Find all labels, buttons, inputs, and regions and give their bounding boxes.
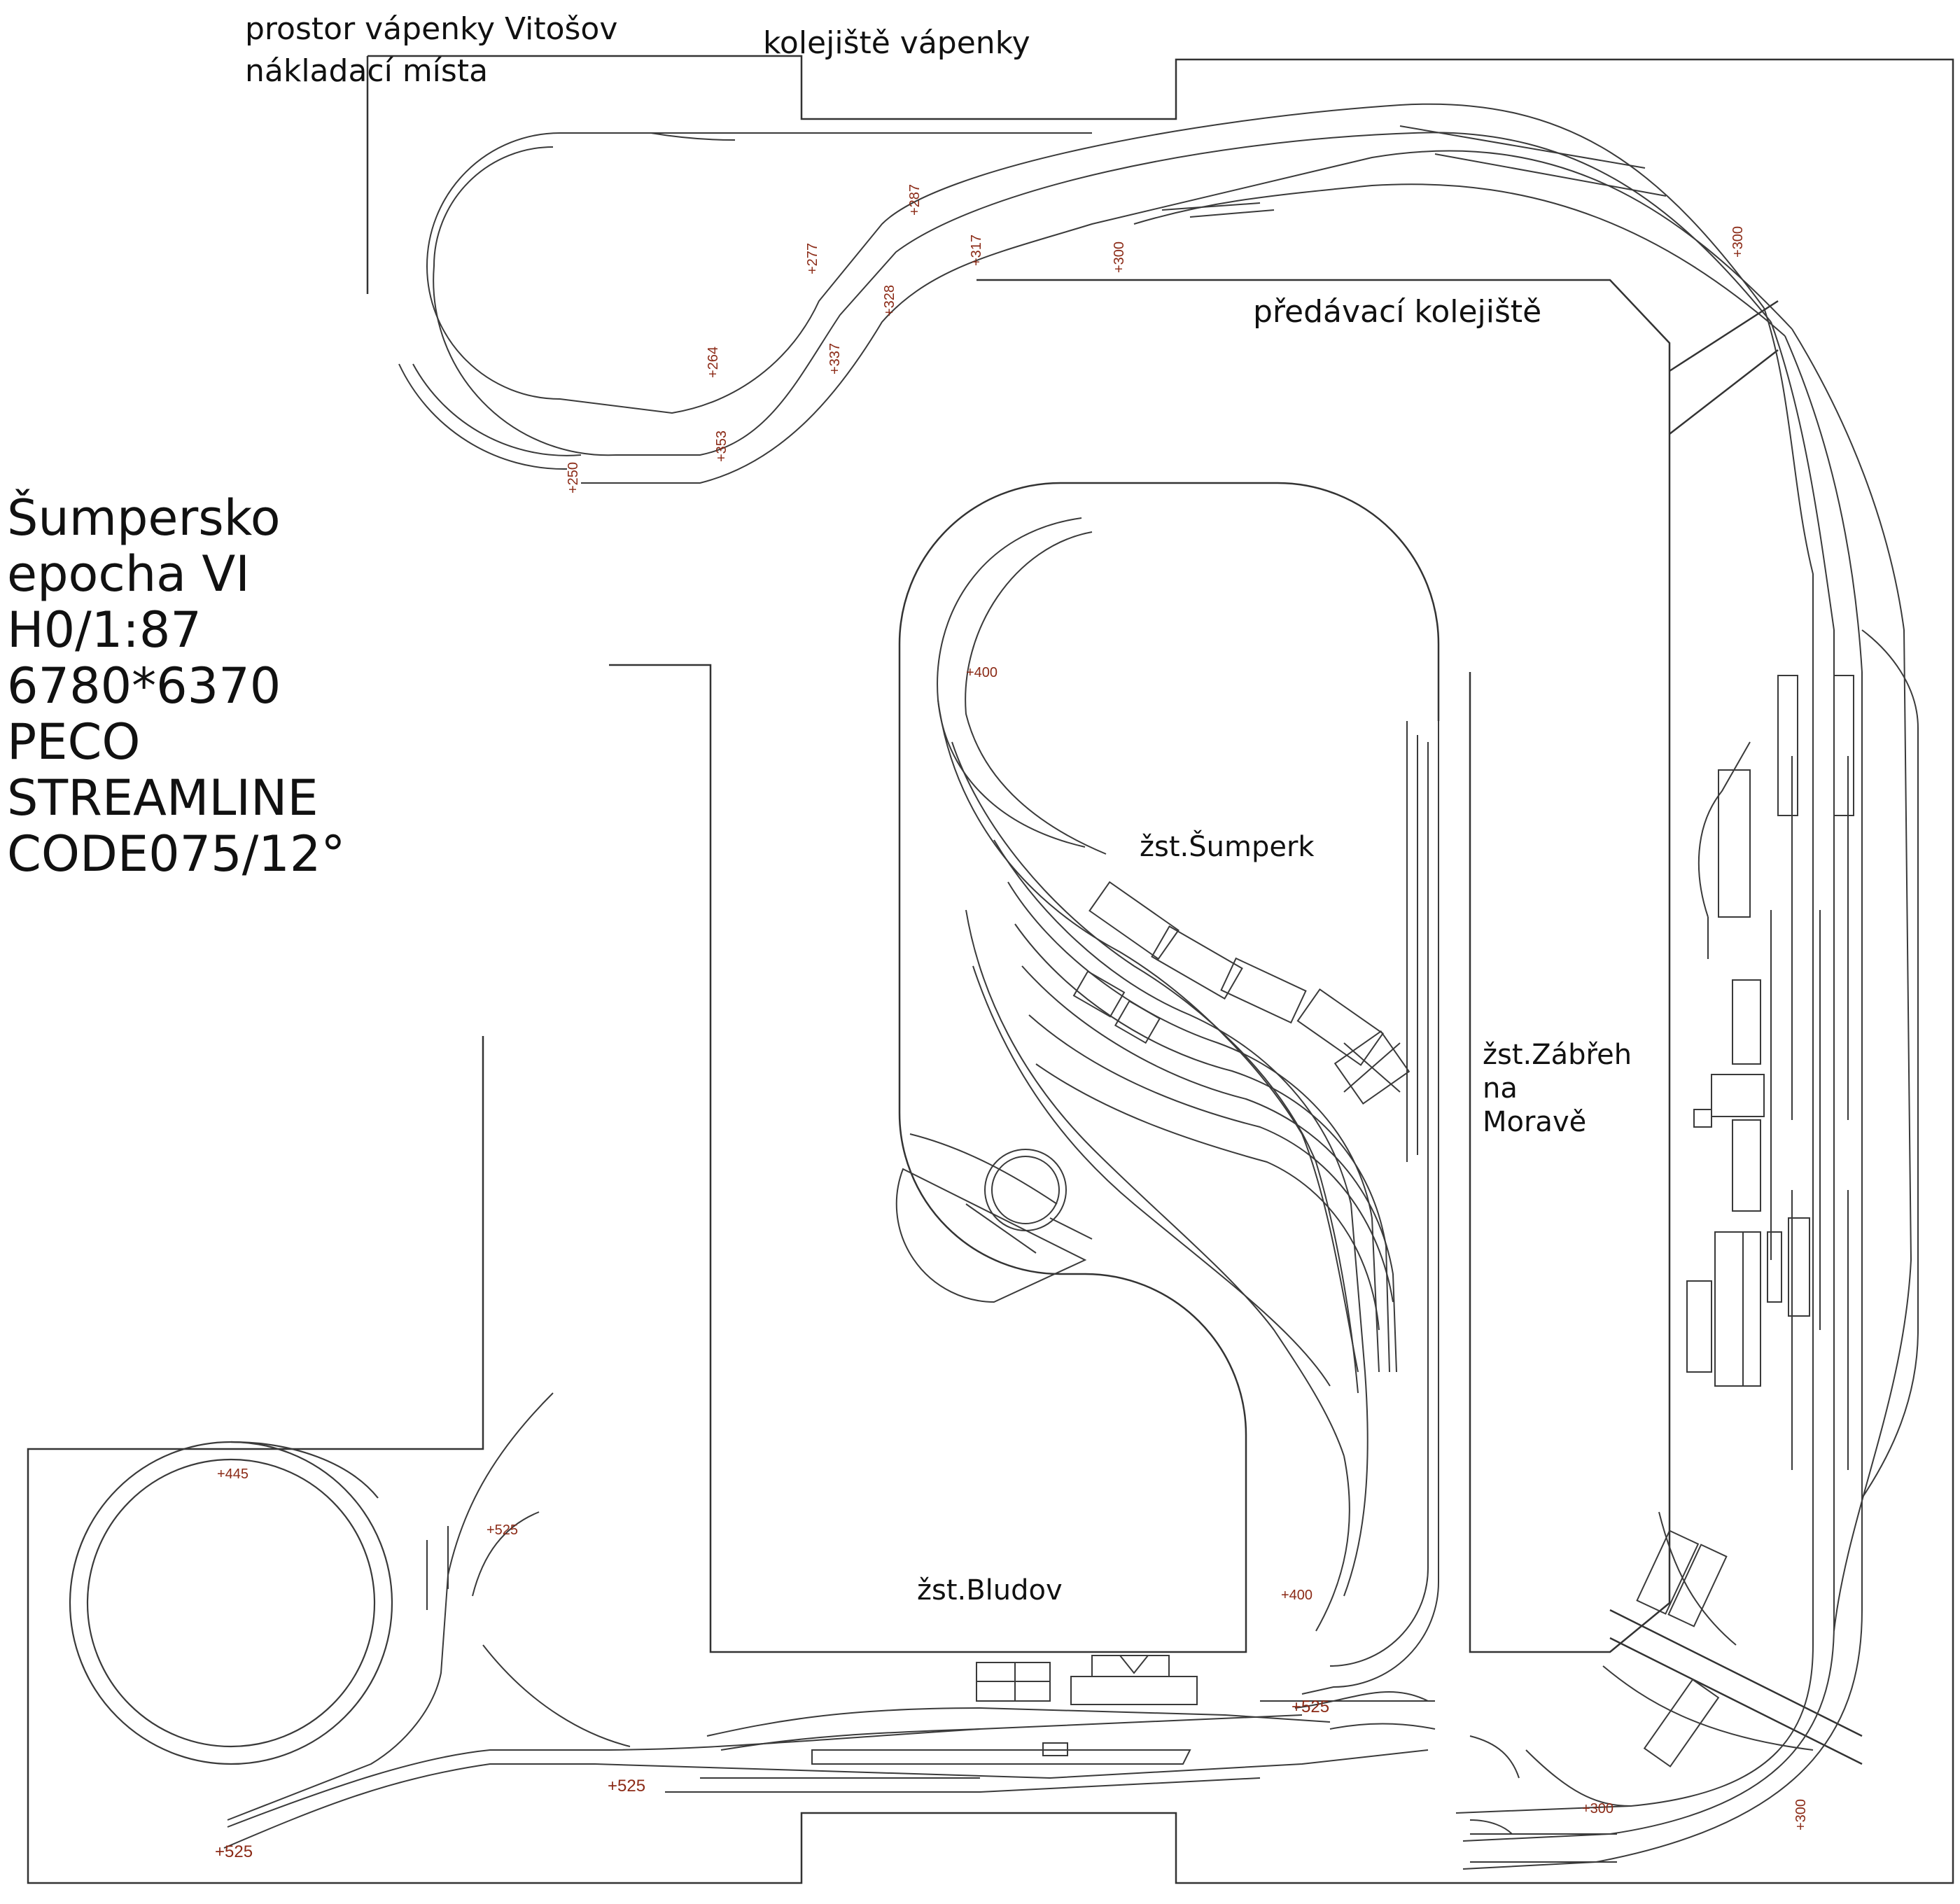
elevation-marker: +400	[1281, 1588, 1313, 1603]
elevation-marker: +525	[215, 1842, 253, 1861]
zabreh-station-label-2: na	[1483, 1072, 1518, 1105]
elevation-marker: +300	[1730, 225, 1746, 258]
right-tracks	[1455, 307, 1919, 1870]
sumperk-buildings	[1072, 721, 1418, 1162]
elevation-marker: +337	[827, 342, 843, 374]
title-line: CODE075/12°	[7, 825, 346, 883]
elevation-marker: +250	[566, 461, 581, 493]
predavaci-kolejiste-label: předávací kolejiště	[1253, 294, 1542, 330]
baseboard-outline	[27, 55, 1954, 1884]
zabreh-buildings	[1636, 675, 1854, 1768]
title-line: 6780*6370	[7, 657, 281, 715]
elevation-marker: +300	[1582, 1801, 1614, 1816]
title-line: STREAMLINE	[7, 769, 318, 827]
title-block: Šumpersko epocha VI H0/1:87 6780*6370 PE…	[7, 490, 345, 882]
title-line: Šumpersko	[7, 489, 281, 547]
elevation-marker: +300	[1793, 1798, 1809, 1830]
zabreh-station-label-3: Moravě	[1483, 1106, 1587, 1138]
bludov-tracks	[223, 721, 1439, 1849]
elevation-marker: +287	[907, 183, 923, 216]
elevation-marker: +328	[882, 284, 897, 316]
title-line: PECO	[7, 713, 141, 771]
elevation-marker: +400	[966, 665, 998, 680]
elevation-marker: +525	[1292, 1698, 1330, 1716]
lower-left-helix	[69, 1441, 393, 1765]
kolejiste-vapenky-label: kolejiště vápenky	[763, 25, 1030, 61]
vitosov-label-line1: prostor vápenky Vitošov	[245, 11, 618, 47]
elevation-marker: +300	[1112, 241, 1127, 273]
bludov-buildings	[976, 1655, 1198, 1705]
zabreh-station-label-1: žst.Zábřeh	[1483, 1039, 1632, 1071]
lower-right-curves	[1469, 1735, 1520, 1835]
vitosov-label-line2: nákladací místa	[245, 53, 489, 89]
elevation-marker: +525	[608, 1777, 646, 1795]
elevation-marker: +445	[217, 1466, 249, 1482]
elevation-marker: +525	[486, 1522, 519, 1538]
title-line: H0/1:87	[7, 601, 202, 659]
sumperk-station-label: žst.Šumperk	[1140, 831, 1315, 863]
elevation-marker: +353	[714, 430, 729, 462]
upper-tracks	[398, 103, 1793, 484]
elevation-marker: +277	[805, 242, 820, 274]
elevation-marker: +264	[706, 346, 721, 378]
bludov-station-label: žst.Bludov	[917, 1574, 1063, 1606]
sumperk-tracks	[895, 517, 1397, 1632]
elevation-marker: +317	[969, 234, 984, 266]
title-line: epocha VI	[7, 545, 250, 603]
